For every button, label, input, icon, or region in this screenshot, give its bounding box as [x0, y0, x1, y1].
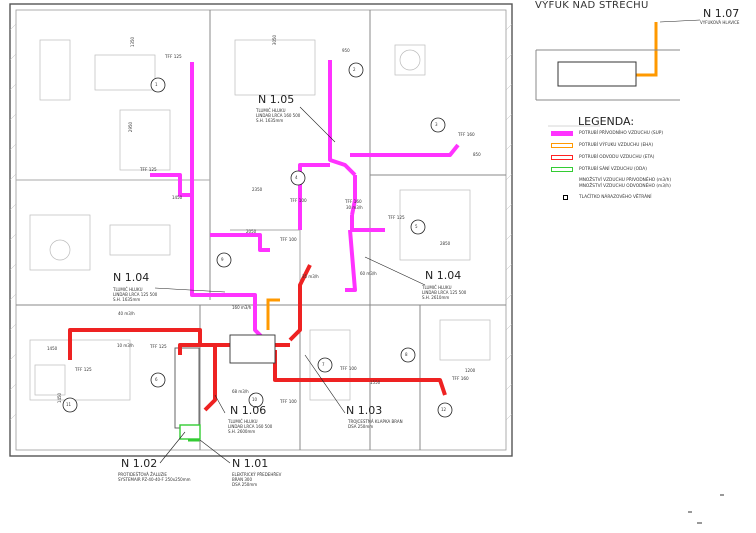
- terminal-label: TFF 100: [340, 366, 357, 371]
- terminal-label: TFF 160: [458, 132, 475, 137]
- room-number: 10: [252, 397, 258, 402]
- tag-n101: N 1.01: [232, 457, 269, 470]
- room-number: 2: [353, 67, 356, 72]
- tag-n106: N 1.06: [230, 404, 267, 417]
- dimension-label: 1550: [370, 380, 381, 385]
- tag-n104-right: N 1.04: [425, 269, 462, 282]
- terminal-label: TFF 100: [280, 399, 297, 404]
- legend-swatch: [551, 131, 573, 136]
- leader-lines: [154, 19, 701, 464]
- room-number: 12: [441, 407, 447, 412]
- note-n104-left: TLUMIČ HLUKU LINDAB LRCA 125 500 S.H. 16…: [113, 287, 158, 302]
- flow-label: 160 m3/h: [232, 305, 252, 310]
- flow-label: 30 m3/h: [346, 205, 363, 210]
- terminal-label: TFF 160: [452, 376, 469, 381]
- wall-hatch: [9, 23, 513, 421]
- flow-label: 40 m3/h: [118, 311, 135, 316]
- terminal-label: TFF 125: [140, 167, 157, 172]
- legend-item-intake: POTRUBÍ SÁNÍ VZDUCHU (ODA): [551, 166, 751, 174]
- legend-item-supply: POTRUBÍ PŘÍVODNÍHO VZDUCHU (SUP): [551, 130, 751, 138]
- roof-exhaust-title: VÝFUK NAD STŘECHU: [535, 0, 649, 11]
- flow-label: 35 m3/h: [302, 274, 319, 279]
- dimension-label: 1450: [47, 346, 58, 351]
- terminal-label: TFF 100: [280, 237, 297, 242]
- legend-item-extract: POTRUBÍ ODVODU VZDUCHU (ETA): [551, 154, 751, 162]
- furniture: [29, 39, 491, 429]
- room-circles: [62, 62, 453, 418]
- terminal-label: TFF 160: [345, 199, 362, 204]
- legend-title: LEGENDA:: [578, 115, 635, 128]
- terminal-label: TFF 125: [165, 54, 182, 59]
- terminal-label: TFF 125: [388, 215, 405, 220]
- dimension-label: 1350: [130, 36, 136, 48]
- legend-item-exhaust: POTRUBÍ VÝFUKU VZDUCHU (EHA): [551, 142, 751, 150]
- tag-n102: N 1.02: [121, 457, 158, 470]
- note-n107: VYFUKOVÁ HLAVICE: [700, 20, 740, 25]
- tag-n104-left: N 1.04: [113, 271, 150, 284]
- dimension-label: 1450: [57, 392, 63, 404]
- tag-n107: N 1.07: [703, 7, 740, 20]
- dimension-label: 1200: [465, 368, 476, 373]
- dimension-label: 2850: [440, 241, 451, 246]
- room-number: 1: [155, 82, 158, 87]
- supply-ducts: [150, 60, 460, 342]
- dimension-label: 2950: [128, 121, 134, 133]
- tag-n105: N 1.05: [258, 93, 295, 106]
- flow-label: 10 m3/h: [117, 343, 134, 348]
- terminal-label: TFF 100: [290, 198, 307, 203]
- room-number: 11: [66, 402, 72, 407]
- dimension-label: 950: [342, 48, 350, 53]
- note-n101: ELEKTRICKÝ PŘEDEHŘEV BRAN 300 DSA 250mm: [232, 472, 282, 487]
- legend-swatch: [551, 155, 573, 160]
- dimension-label: 2050: [246, 229, 257, 234]
- dimension-label: 850: [473, 152, 481, 157]
- heater-box: [179, 424, 201, 440]
- legend-swatch: [551, 143, 573, 148]
- dimension-label: 1450: [172, 195, 183, 200]
- terminal-label: TFF 125: [150, 344, 167, 349]
- misc-marks: [688, 494, 724, 524]
- legend-swatch: [551, 167, 573, 172]
- room-number: 9: [221, 257, 224, 262]
- room-number: 7: [322, 362, 325, 367]
- flow-label: 68 m3/h: [232, 389, 249, 394]
- note-n102: PROTIDEŠŤOVÁ ŽALUZIE SYSTEMAIR PZ-40-40-…: [118, 472, 191, 482]
- room-number: 8: [405, 352, 408, 357]
- dimension-label: 2350: [252, 187, 263, 192]
- dimension-label: 3050: [272, 34, 278, 46]
- roof-detail: [535, 49, 680, 101]
- room-number: 6: [155, 377, 158, 382]
- note-n103: TROJCESTNÁ KLAPKA BRAN DSA 250mm: [348, 419, 403, 429]
- hru-unit: [229, 334, 276, 364]
- room-number: 4: [295, 175, 298, 180]
- boost-button-icon: [563, 195, 568, 200]
- walls: [9, 3, 513, 457]
- tag-n103: N 1.03: [346, 404, 383, 417]
- note-n104-right: TLUMIČ HLUKU LINDAB LRCA 125 500 S.H. 26…: [422, 285, 467, 300]
- note-n105: TLUMIČ HLUKU LINDAB LRCA 160 500 S.H. 16…: [256, 108, 301, 123]
- room-number: 3: [435, 122, 438, 127]
- legend-item-boost-button: TLAČÍTKO NÁRAZOVÉHO VĚTRÁNÍ: [551, 194, 751, 202]
- note-n106: TLUMIČ HLUKU LINDAB LRCA 160 500 S.H. 26…: [228, 419, 273, 434]
- exhaust-duct: [266, 22, 658, 330]
- terminal-label: TFF 125: [75, 367, 92, 372]
- legend-item-flow-supply: MNOŽSTVÍ VZDUCHU PŘIVODNÉHO (m3/h): [579, 178, 672, 183]
- legend-item-flow-extract: MNOŽSTVÍ VZDUCHU ODVODNÉHO (m3/h): [579, 184, 671, 189]
- room-number: 5: [415, 224, 418, 229]
- flow-label: 60 m3/h: [360, 271, 377, 276]
